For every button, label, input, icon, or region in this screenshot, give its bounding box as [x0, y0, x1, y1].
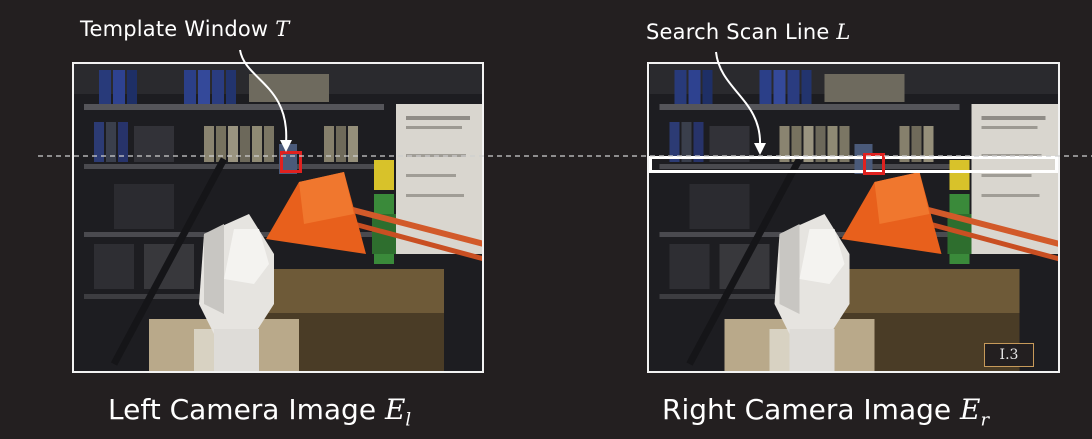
left-caption-text: Left Camera Image: [108, 393, 377, 426]
right-caption-text: Right Camera Image: [662, 393, 952, 426]
left-caption-symbol: El: [384, 393, 411, 431]
right-caption-symbol: Er: [960, 393, 989, 431]
left-symbol: E: [384, 393, 406, 426]
right-symbol: E: [960, 393, 981, 426]
slide-number-badge: I.3: [984, 343, 1034, 367]
template-window-box: [280, 151, 302, 173]
right-subscript: r: [980, 409, 990, 431]
search-scan-line-box: [649, 156, 1058, 173]
template-symbol: T: [275, 17, 290, 41]
right-camera-image: I.3: [647, 62, 1060, 373]
matched-window-box: [863, 153, 885, 175]
left-scene: [74, 64, 484, 373]
right-scene: [649, 64, 1060, 373]
left-caption: Left Camera Image El: [108, 393, 411, 431]
scan-line-text: Search Scan Line: [646, 20, 830, 44]
scan-symbol: L: [836, 20, 851, 44]
search-scan-line-label: Search Scan Line L: [646, 20, 851, 44]
template-window-text: Template Window: [80, 17, 269, 41]
left-subscript: l: [405, 409, 412, 431]
template-window-label: Template Window T: [80, 17, 289, 41]
right-caption: Right Camera Image Er: [662, 393, 989, 431]
left-camera-image: [72, 62, 484, 373]
